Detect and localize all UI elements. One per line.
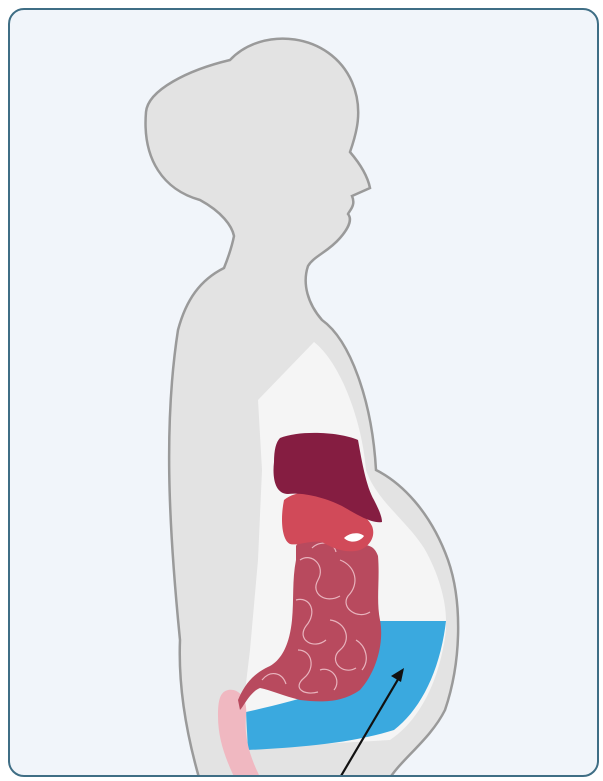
anatomy-diagram (0, 0, 603, 781)
